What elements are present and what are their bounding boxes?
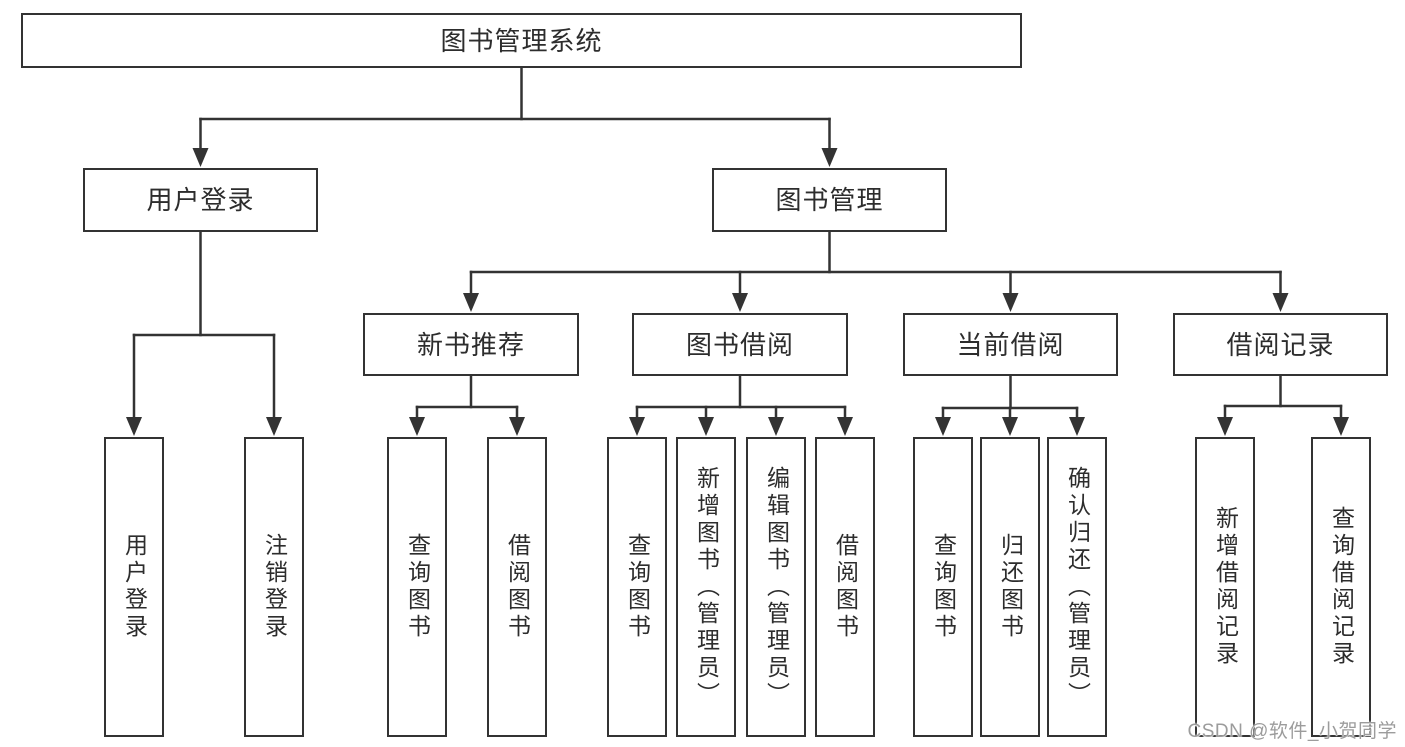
arrowhead-icon [192,148,209,167]
node-label-leaf-user-login: 用户登录 [121,533,148,641]
node-current-return-book: 归还图书 [980,437,1040,737]
node-leaf-logout: 注销登录 [244,437,304,737]
arrowhead-icon [698,417,714,436]
node-recommend-borrow-book: 借阅图书 [487,437,547,737]
arrowhead-icon [768,417,784,436]
node-book-management: 图书管理 [712,168,947,232]
node-label-current-return-book: 归还图书 [997,533,1024,641]
arrowhead-icon [1217,417,1233,436]
node-label-borrowing-query-book: 查询图书 [624,533,651,641]
arrowhead-icon [1272,293,1289,312]
node-current-borrowing: 当前借阅 [903,313,1118,376]
node-current-query-book: 查询图书 [913,437,973,737]
arrowhead-icon [1002,417,1018,436]
connector-borrowing-records [1217,374,1349,436]
node-label-records-add-borrow-record: 新增借阅记录 [1212,506,1239,668]
arrowhead-icon [509,417,525,436]
node-label-current-borrowing: 当前借阅 [956,329,1065,360]
node-label-book-borrowing: 图书借阅 [685,329,794,360]
arrowhead-icon [1002,293,1019,312]
node-leaf-user-login: 用户登录 [104,437,164,737]
node-records-query-borrow-record: 查询借阅记录 [1311,437,1371,737]
node-borrowing-records: 借阅记录 [1173,313,1388,376]
node-label-recommend-borrow-book: 借阅图书 [504,533,531,641]
arrowhead-icon [935,417,951,436]
node-borrowing-borrow-book: 借阅图书 [815,437,875,737]
arrowhead-icon [821,148,838,167]
node-label-current-confirm-return-admin: 确认归还（管理员） [1064,465,1091,709]
arrowhead-icon [1069,417,1085,436]
connector-user-login [126,230,282,436]
connector-book-borrowing [629,374,853,436]
node-label-user-login: 用户登录 [146,185,255,215]
watermark-text: CSDN @软件_小贺同学 [1187,721,1397,742]
node-user-login: 用户登录 [83,168,318,232]
connector-book-management [463,230,1289,312]
arrowhead-icon [732,293,748,312]
node-borrowing-query-book: 查询图书 [607,437,667,737]
node-label-borrowing-edit-book-admin: 编辑图书（管理员） [763,465,790,709]
node-label-borrowing-borrow-book: 借阅图书 [832,533,859,641]
node-borrowing-add-book-admin: 新增图书（管理员） [676,437,736,737]
node-label-leaf-logout: 注销登录 [261,533,288,641]
node-label-borrowing-add-book-admin: 新增图书（管理员） [693,465,720,709]
arrowhead-icon [266,417,282,436]
arrowhead-icon [837,417,853,436]
node-recommend-query-book: 查询图书 [387,437,447,737]
arrowhead-icon [629,417,645,436]
arrowhead-icon [126,417,142,436]
node-current-confirm-return-admin: 确认归还（管理员） [1047,437,1107,737]
node-label-borrowing-records: 借阅记录 [1226,329,1335,360]
node-book-borrowing: 图书借阅 [632,313,848,376]
arrowhead-icon [1333,417,1349,436]
connector-root-library-management-system [192,66,838,167]
connector-current-borrowing [935,374,1085,436]
arrowhead-icon [409,417,425,436]
node-label-root-library-management-system: 图书管理系统 [440,25,603,56]
connector-new-book-recommendation [409,374,525,436]
node-records-add-borrow-record: 新增借阅记录 [1195,437,1255,737]
node-label-records-query-borrow-record: 查询借阅记录 [1328,506,1355,668]
node-label-new-book-recommendation: 新书推荐 [416,329,525,360]
node-label-book-management: 图书管理 [775,185,884,215]
node-new-book-recommendation: 新书推荐 [363,313,579,376]
node-label-current-query-book: 查询图书 [930,533,957,641]
node-label-recommend-query-book: 查询图书 [404,533,431,641]
arrowhead-icon [463,293,479,312]
node-borrowing-edit-book-admin: 编辑图书（管理员） [746,437,806,737]
node-root-library-management-system: 图书管理系统 [21,13,1022,68]
